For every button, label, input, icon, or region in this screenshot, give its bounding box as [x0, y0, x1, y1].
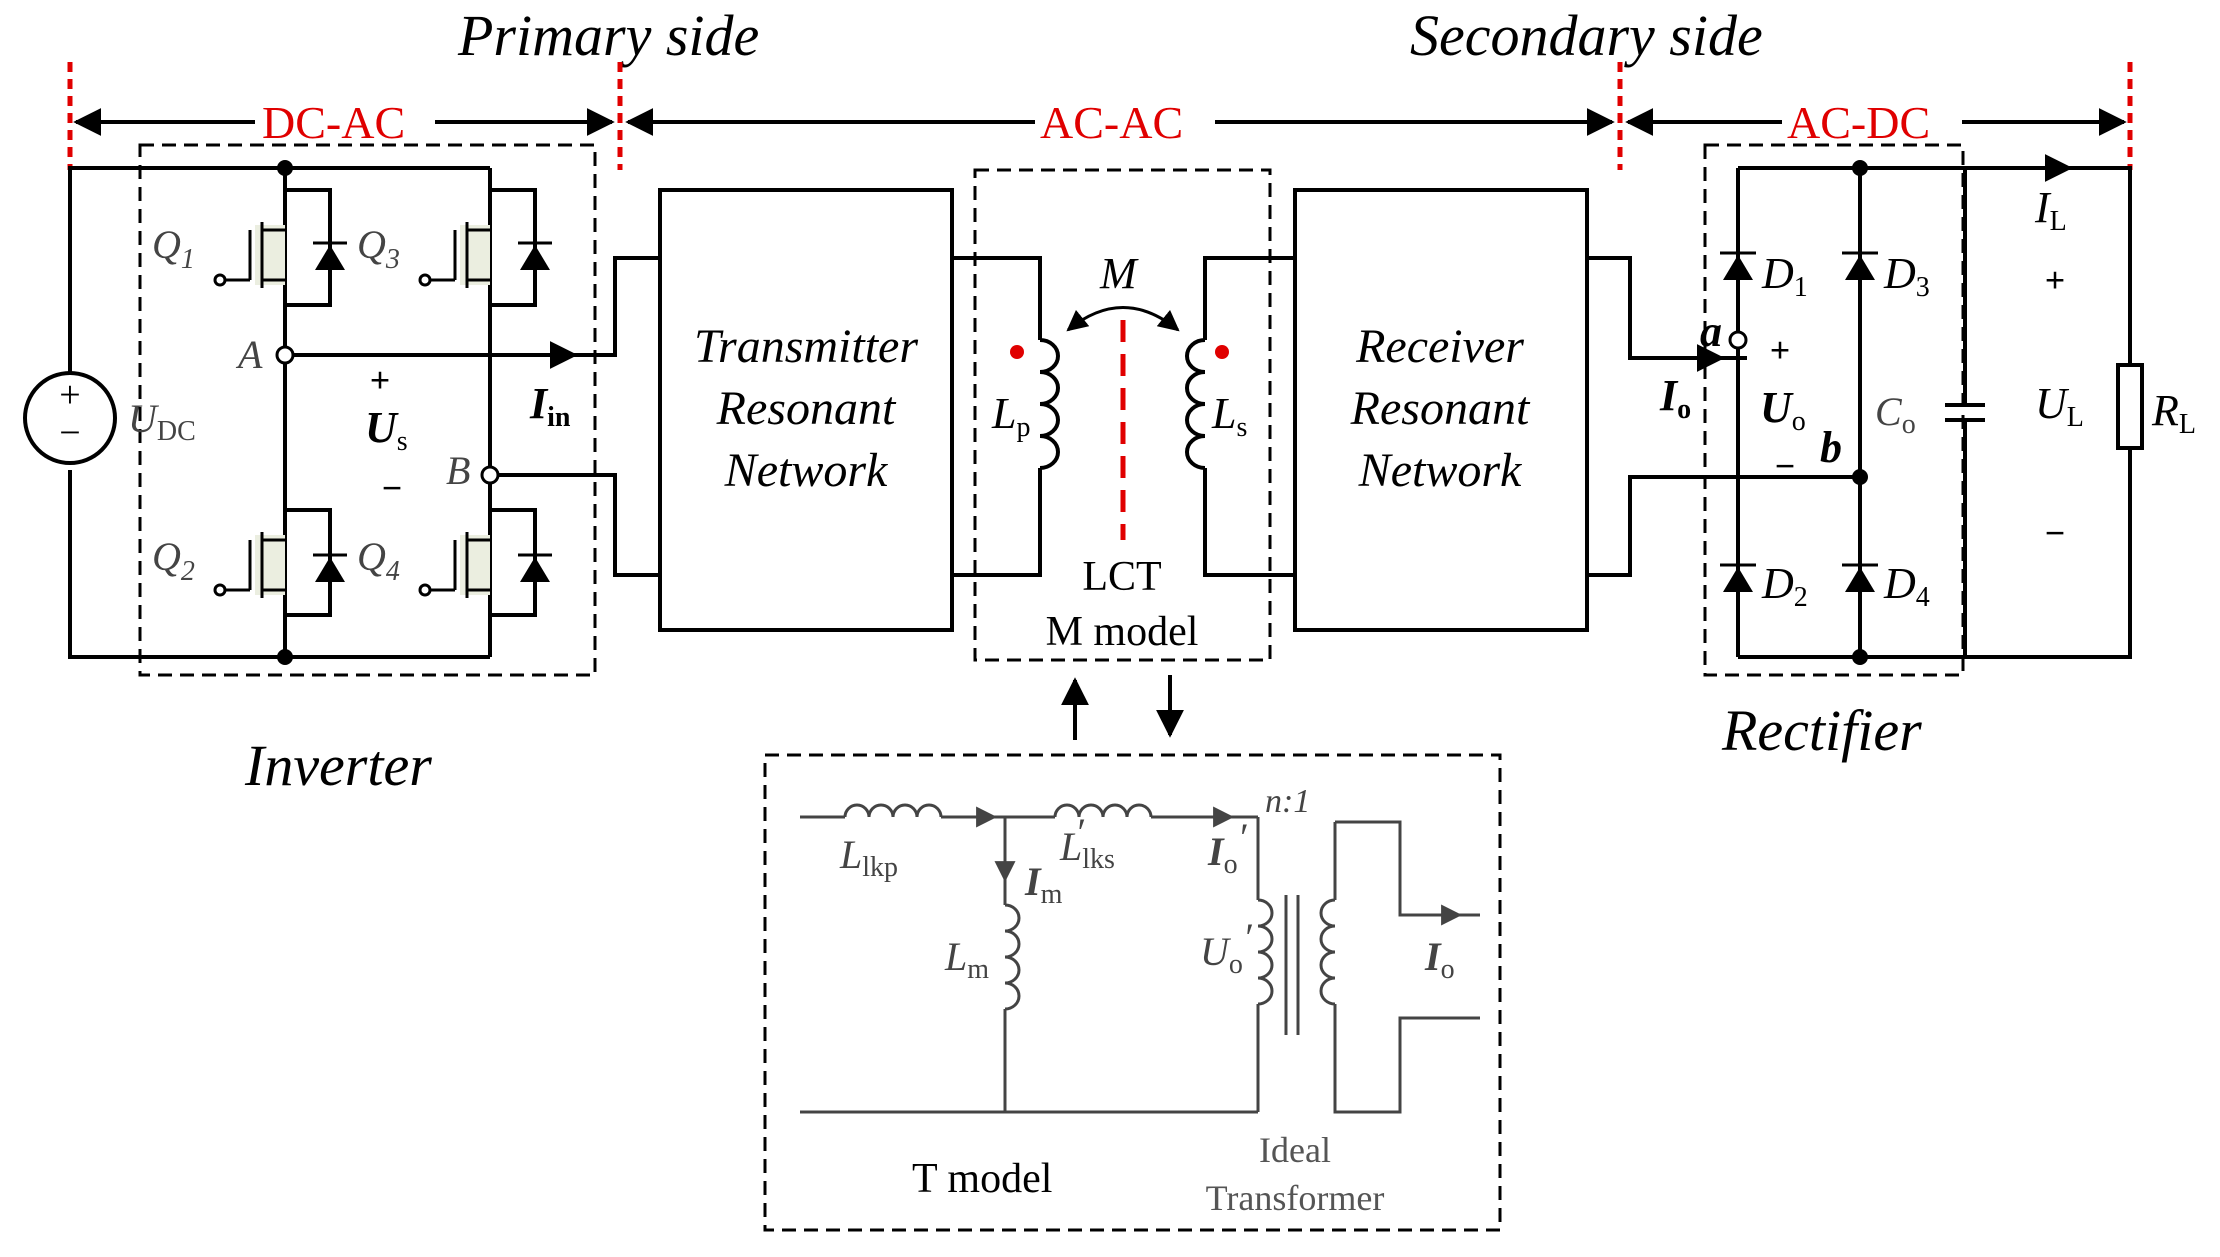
transmitter-resonant-network — [658, 188, 954, 632]
label-udc: UDC — [128, 396, 196, 447]
label-ul: UL — [2035, 379, 2084, 433]
primary-side-heading: Primary side — [457, 3, 759, 68]
secondary-side-heading: Secondary side — [1410, 3, 1763, 68]
label-io-prime: Io′ — [1207, 815, 1248, 880]
diode-d4 — [1842, 563, 1878, 592]
lct-coils — [952, 256, 1295, 577]
label-m: M — [1099, 249, 1139, 298]
label-node-b: B — [446, 448, 470, 493]
rectifier-label: Rectifier — [1721, 698, 1922, 763]
lct-label-line-1: LCT — [1082, 554, 1161, 600]
rectifier-circuit — [1587, 154, 2144, 665]
label-llkp: Llkp — [839, 832, 898, 883]
mosfet-q2 — [213, 508, 347, 617]
receiver-line-1: Receiver — [1355, 320, 1524, 373]
label-us: Us — [365, 403, 408, 457]
label-il: IL — [2034, 183, 2067, 237]
svg-text:−: − — [59, 412, 80, 454]
label-d2: D2 — [1761, 559, 1808, 613]
lct-label-line-2: M model — [1046, 609, 1199, 655]
dc-ac-label: DC-AC — [262, 97, 405, 148]
diode-d1 — [1720, 251, 1756, 280]
dc-voltage-source: + − — [23, 371, 117, 470]
receiver-line-2: Resonant — [1350, 382, 1531, 435]
ac-ac-label: AC-AC — [1040, 97, 1183, 148]
label-us-minus: − — [382, 468, 403, 508]
label-co: Co — [1875, 389, 1916, 440]
label-lm: Lm — [944, 934, 989, 985]
label-ul-minus: − — [2045, 513, 2066, 553]
label-ls: Ls — [1211, 389, 1247, 443]
label-node-a: A — [235, 332, 263, 377]
label-us-plus: + — [370, 360, 391, 400]
label-uo: Uo — [1760, 383, 1806, 437]
label-uo-prime: Uo′ — [1200, 915, 1253, 980]
mosfet-q3 — [418, 188, 552, 307]
label-ratio: n:1 — [1265, 783, 1310, 820]
label-q3: Q3 — [357, 222, 400, 275]
mosfet-q4 — [418, 508, 552, 617]
receiver-line-3: Network — [1358, 444, 1523, 497]
label-q2: Q2 — [152, 534, 195, 587]
t-model-circuit — [800, 803, 1480, 1114]
t-model-label: T model — [912, 1156, 1052, 1202]
lct-m-model-block — [973, 168, 1272, 662]
label-io-t: Io — [1424, 934, 1455, 985]
inverter-label: Inverter — [244, 733, 432, 798]
diode-d2 — [1720, 563, 1756, 592]
label-llks: Llks′ — [1059, 810, 1115, 875]
svg-text:+: + — [59, 374, 80, 416]
mosfet-q1 — [213, 188, 347, 307]
diode-d3 — [1842, 251, 1878, 280]
label-node-a-lower: a — [1700, 307, 1722, 356]
inverter-circuit — [68, 160, 660, 665]
transmitter-line-3: Network — [724, 444, 889, 497]
label-d1: D1 — [1761, 249, 1808, 303]
inverter-block — [138, 143, 597, 677]
label-rl: RL — [2151, 386, 2196, 440]
label-lp: Lp — [991, 389, 1030, 443]
label-d3: D3 — [1883, 249, 1930, 303]
label-io: Io — [1659, 371, 1691, 425]
label-iin: Iin — [529, 379, 571, 433]
receiver-resonant-network — [1293, 188, 1589, 632]
label-uo-plus: + — [1770, 330, 1791, 370]
t-model-block — [763, 753, 1502, 1232]
label-d4: D4 — [1883, 559, 1930, 613]
label-q4: Q4 — [357, 534, 400, 587]
label-uo-minus: − — [1775, 446, 1796, 486]
transmitter-line-1: Transmitter — [694, 320, 918, 373]
rectifier-block — [1703, 143, 1965, 677]
label-node-b-lower: b — [1820, 423, 1842, 472]
transmitter-line-2: Resonant — [716, 382, 897, 435]
ideal-transformer-line-1: Ideal — [1259, 1130, 1331, 1170]
label-q1: Q1 — [152, 222, 195, 275]
ideal-transformer-line-2: Transformer — [1206, 1178, 1385, 1218]
load-resistor — [2116, 363, 2144, 450]
label-ul-plus: + — [2045, 260, 2066, 300]
label-im: Im — [1024, 859, 1063, 910]
ac-dc-label: AC-DC — [1787, 97, 1930, 148]
